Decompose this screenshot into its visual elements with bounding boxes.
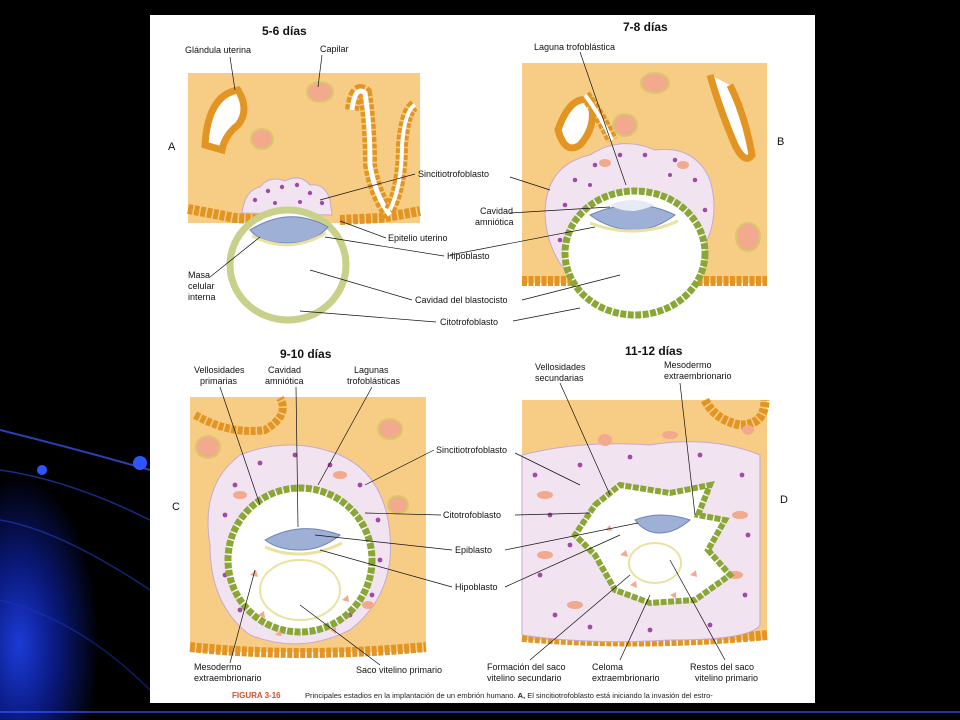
panel-c-title: 9-10 días: [280, 347, 332, 361]
capillary: [250, 128, 274, 150]
decor-dot: [37, 465, 47, 475]
label-cavidad-b: Cavidad: [480, 206, 513, 216]
caption-text: Principales estadios en la implantación …: [305, 691, 713, 700]
panel-c: 9-10 días C Vellosidades primarias Cavid…: [172, 347, 507, 683]
label-primarias: primarias: [200, 376, 238, 386]
epiblast-c: [264, 528, 341, 551]
label-amniotica-b: amniótica: [475, 217, 514, 227]
label-secundarias: secundarias: [535, 373, 584, 383]
figure-caption: FIGURA 3-16 Principales estadios en la i…: [232, 691, 713, 700]
label-restos-saco: Restos del saco: [690, 662, 754, 672]
label-vitelino-primario: vitelino primario: [695, 673, 758, 683]
label-hipoblasto-c: Hipoblasto: [455, 582, 498, 592]
panel-b-letter: B: [777, 136, 784, 148]
label-cavidad-c: Cavidad: [268, 365, 301, 375]
panel-d-title: 11-12 días: [625, 344, 683, 358]
implantation-diagram: 5-6 días A Glándula uterina Capilar Sinc…: [168, 20, 788, 700]
label-mesodermo-d: Mesodermo: [664, 360, 712, 370]
hypoblast-c: [264, 541, 343, 556]
uterine-epithelium: [187, 204, 271, 225]
hypoblast-a: [251, 231, 327, 247]
panel-b: 7-8 días B Laguna trofoblástica Cavidad …: [449, 20, 784, 322]
caption-figure-number: FIGURA 3-16: [232, 691, 281, 700]
label-citotrofoblasto-c: Citotrofoblasto: [443, 510, 501, 520]
label-capilar: Capilar: [320, 44, 349, 54]
label-lagunas: Lagunas: [354, 365, 389, 375]
sincitiotrofoblasto-a: [241, 177, 333, 216]
label-interna: interna: [188, 292, 216, 302]
label-extraembrionario-d2: extraembrionario: [592, 673, 660, 683]
caption-rest: El sincitiotrofoblasto está iniciando la…: [527, 691, 713, 700]
caption-main: Principales estadios en la implantación …: [305, 691, 516, 700]
uterine-gland: [201, 86, 248, 155]
label-extraembrionario-c: extraembrionario: [194, 673, 262, 683]
label-masa: Masa: [188, 270, 210, 280]
label-glandula-uterina: Glándula uterina: [185, 45, 251, 55]
label-hipoblasto-a: Hipoblasto: [447, 251, 490, 261]
label-formacion-saco: Formación del saco: [487, 662, 566, 672]
label-saco-vitelino-primario: Saco vitelino primario: [356, 665, 442, 675]
panel-a: 5-6 días A Glándula uterina Capilar Sinc…: [168, 24, 508, 327]
label-sincitiotrofoblasto-c: Sincitiotrofoblasto: [436, 445, 507, 455]
decor-dot: [133, 456, 147, 470]
label-celular: celular: [188, 281, 215, 291]
label-sincitiotrofoblasto-a: Sincitiotrofoblasto: [418, 169, 489, 179]
label-vellosidades-d: Vellosidades: [535, 362, 586, 372]
panel-a-letter: A: [168, 141, 176, 153]
label-cavidad-blastocisto: Cavidad del blastocisto: [415, 295, 508, 305]
panel-d: 11-12 días D Vellosidades secundarias Me…: [487, 344, 788, 683]
panel-d-letter: D: [780, 494, 788, 506]
capillary: [306, 81, 334, 103]
label-trofoblasticas: trofoblásticas: [347, 376, 401, 386]
citotrofoblasto-b: [561, 187, 709, 319]
label-vitelino-secundario: vitelino secundario: [487, 673, 562, 683]
label-citotrofoblasto-a: Citotrofoblasto: [440, 317, 498, 327]
label-amniotica-c: amniótica: [265, 376, 304, 386]
label-mesodermo-c: Mesodermo: [194, 662, 242, 672]
secondary-yolk-sac: [628, 542, 682, 584]
label-epitelio-uterino: Epitelio uterino: [388, 233, 448, 243]
figure-slide: 5-6 días A Glándula uterina Capilar Sinc…: [150, 15, 815, 703]
panel-c-letter: C: [172, 501, 180, 513]
label-celoma: Celoma: [592, 662, 623, 672]
caption-bold: A,: [518, 691, 526, 700]
uterine-epithelium: [339, 206, 421, 225]
embryo-disc-d: [634, 514, 691, 534]
panel-b-title: 7-8 días: [623, 20, 668, 34]
label-epiblasto: Epiblasto: [455, 545, 492, 555]
primary-yolk-sac: [259, 559, 341, 621]
label-extraembrionario-d: extraembrionario: [664, 371, 732, 381]
label-vellosidades-c: Vellosidades: [194, 365, 245, 375]
panel-a-title: 5-6 días: [262, 24, 307, 38]
label-laguna-trofoblastica: Laguna trofoblástica: [534, 42, 615, 52]
